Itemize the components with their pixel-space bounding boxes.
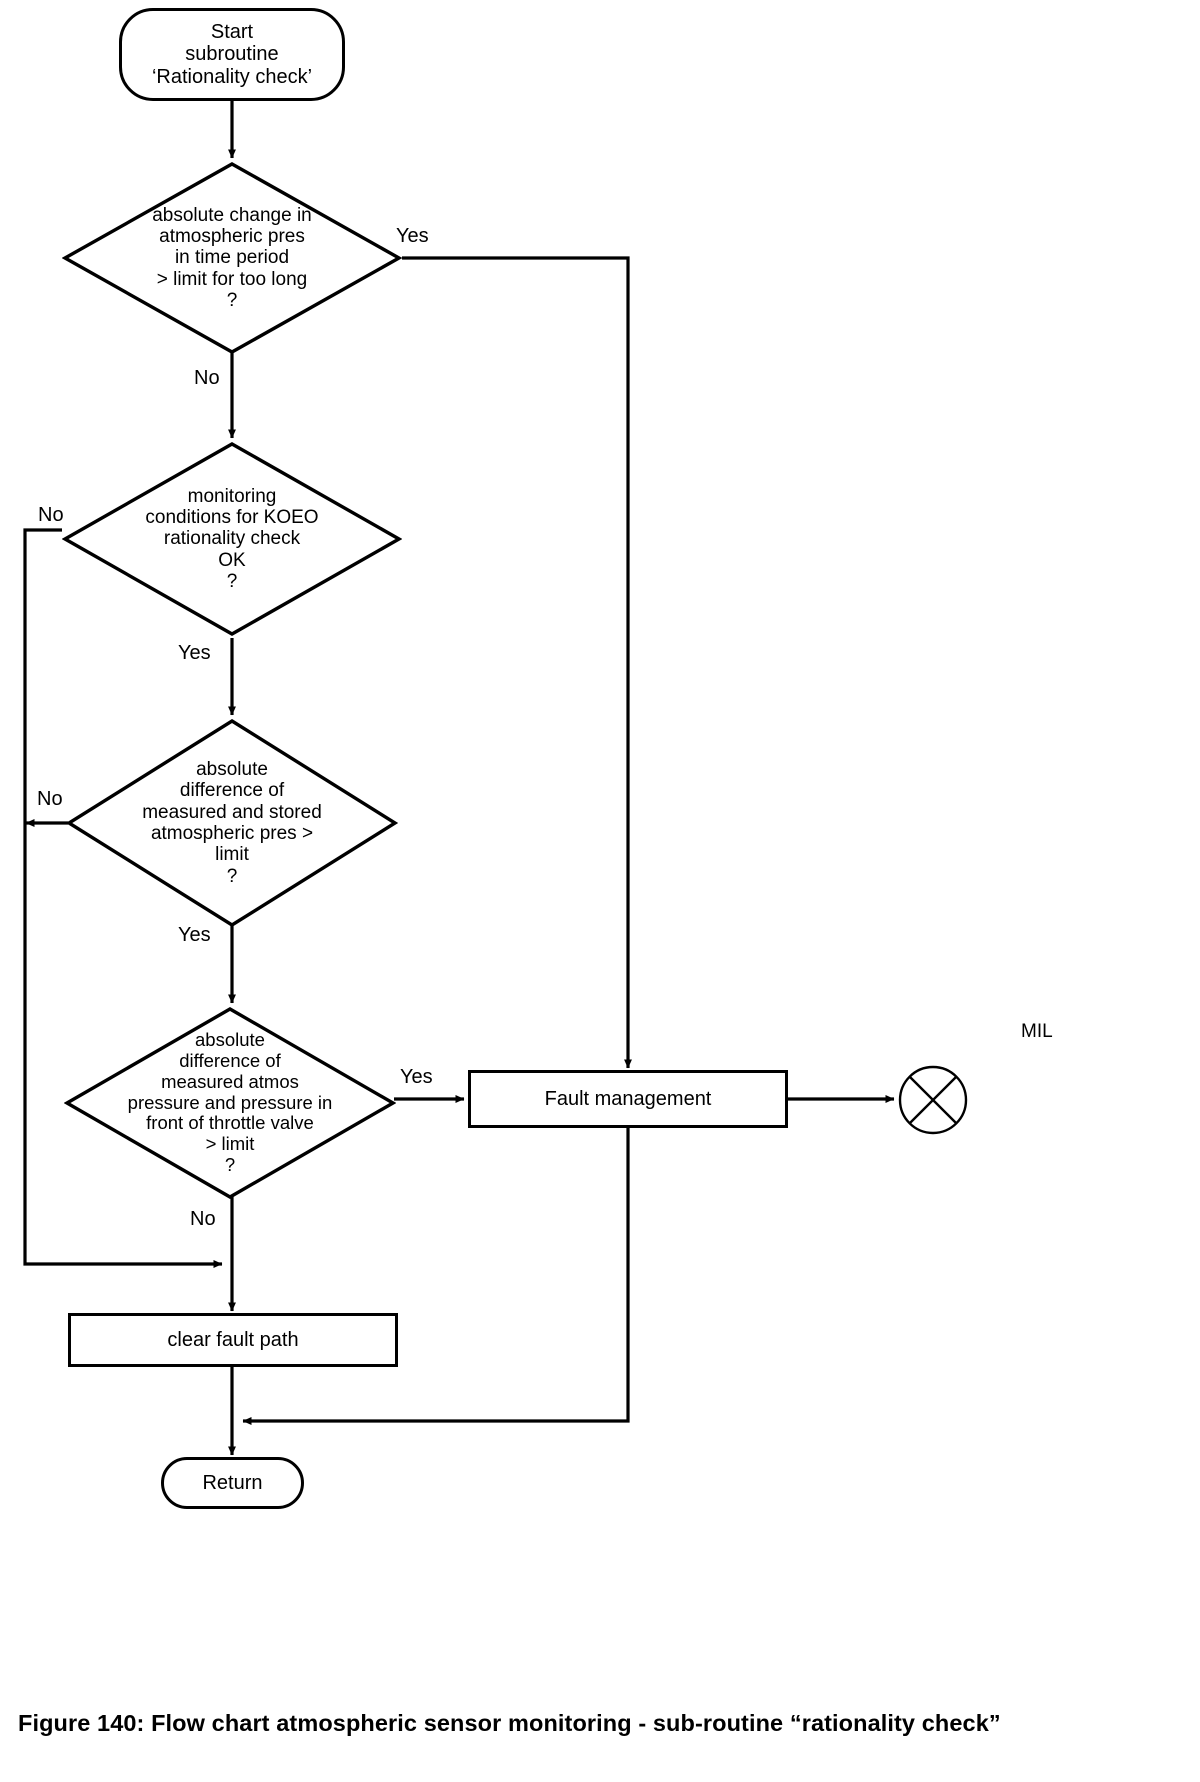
d2-line-3: rationality check: [163, 528, 301, 550]
d3-line-1: absolute: [196, 759, 268, 781]
d3-line-2: difference of: [179, 780, 285, 802]
d3-line-5: limit: [215, 844, 249, 866]
d4-line-4: pressure and pressure in: [127, 1091, 333, 1113]
d1-line-1: absolute change in: [152, 204, 312, 226]
edge-label-d3-no: No: [37, 788, 63, 810]
edge-label-d2-yes: Yes: [178, 642, 211, 664]
d2-line-2: conditions for KOEO: [145, 507, 319, 529]
decision-koeo[interactable]: monitoring conditions for KOEO rationali…: [62, 441, 402, 637]
edge-d1-yes-to-fault: [402, 256, 632, 1069]
decision-pressure-change-text: absolute change in atmospheric pres in t…: [62, 161, 402, 355]
diamond-shape-icon: [66, 718, 398, 928]
d3-line-3: measured and stored: [142, 801, 322, 823]
clear-fault-path-box[interactable]: clear fault path: [68, 1313, 398, 1367]
d3-line-4: atmospheric pres >: [150, 823, 314, 844]
d4-line-3: measured atmos: [161, 1070, 299, 1092]
edge-label-d3-yes: Yes: [178, 924, 211, 946]
d4-line-5: front of throttle valve: [146, 1112, 314, 1134]
diamond-shape-icon: [62, 162, 402, 354]
edge-label-d1-no: No: [194, 367, 220, 389]
fault-management-label: Fault management: [544, 1087, 712, 1110]
d2-line-4: OK: [218, 549, 246, 571]
d4-line-2: difference of: [179, 1050, 281, 1072]
mil-label: MIL: [1021, 1021, 1053, 1042]
d2-line-5: ?: [226, 570, 238, 592]
decision-koeo-text: monitoring conditions for KOEO rationali…: [62, 441, 402, 637]
return-terminator[interactable]: Return: [161, 1457, 304, 1509]
edge-label-d2-no: No: [38, 504, 64, 526]
d1-line-4: > limit for too long: [156, 268, 308, 290]
diamond-shape-icon: [64, 1007, 396, 1199]
decision-stored-pressure-text: absolute difference of measured and stor…: [66, 718, 398, 928]
d1-line-2: atmospheric pres: [159, 226, 305, 248]
diamond-shape-icon: [62, 442, 402, 636]
start-line-2: subroutine: [185, 43, 279, 66]
start-line-3: ‘Rationality check’: [151, 65, 313, 88]
clear-fault-path-label: clear fault path: [167, 1328, 299, 1351]
d4-line-6: > limit: [205, 1133, 255, 1155]
start-line-1: Start: [210, 20, 254, 43]
decision-throttle-valve-text: absolute difference of measured atmos pr…: [64, 1006, 396, 1200]
edge-label-d4-no: No: [190, 1208, 216, 1230]
d3-line-6: ?: [226, 865, 238, 887]
decision-throttle-valve[interactable]: absolute difference of measured atmos pr…: [64, 1006, 396, 1200]
edge-label-d4-yes: Yes: [400, 1066, 433, 1088]
d1-line-5: ?: [226, 289, 238, 311]
return-label: Return: [202, 1471, 263, 1494]
edge-label-d1-yes: Yes: [396, 225, 429, 247]
fault-management-box[interactable]: Fault management: [468, 1070, 788, 1128]
d4-line-7: ?: [224, 1153, 236, 1175]
d4-line-1: absolute: [195, 1029, 265, 1051]
lamp-circle-cross-icon: [898, 1065, 968, 1135]
d2-line-1: monitoring: [187, 485, 277, 507]
d1-line-3: in time period: [174, 247, 290, 269]
start-terminator[interactable]: Start subroutine ‘Rationality check’: [119, 8, 345, 101]
decision-stored-pressure[interactable]: absolute difference of measured and stor…: [66, 718, 398, 928]
figure-caption: Figure 140: Flow chart atmospheric senso…: [18, 1710, 1001, 1736]
decision-pressure-change[interactable]: absolute change in atmospheric pres in t…: [62, 161, 402, 355]
